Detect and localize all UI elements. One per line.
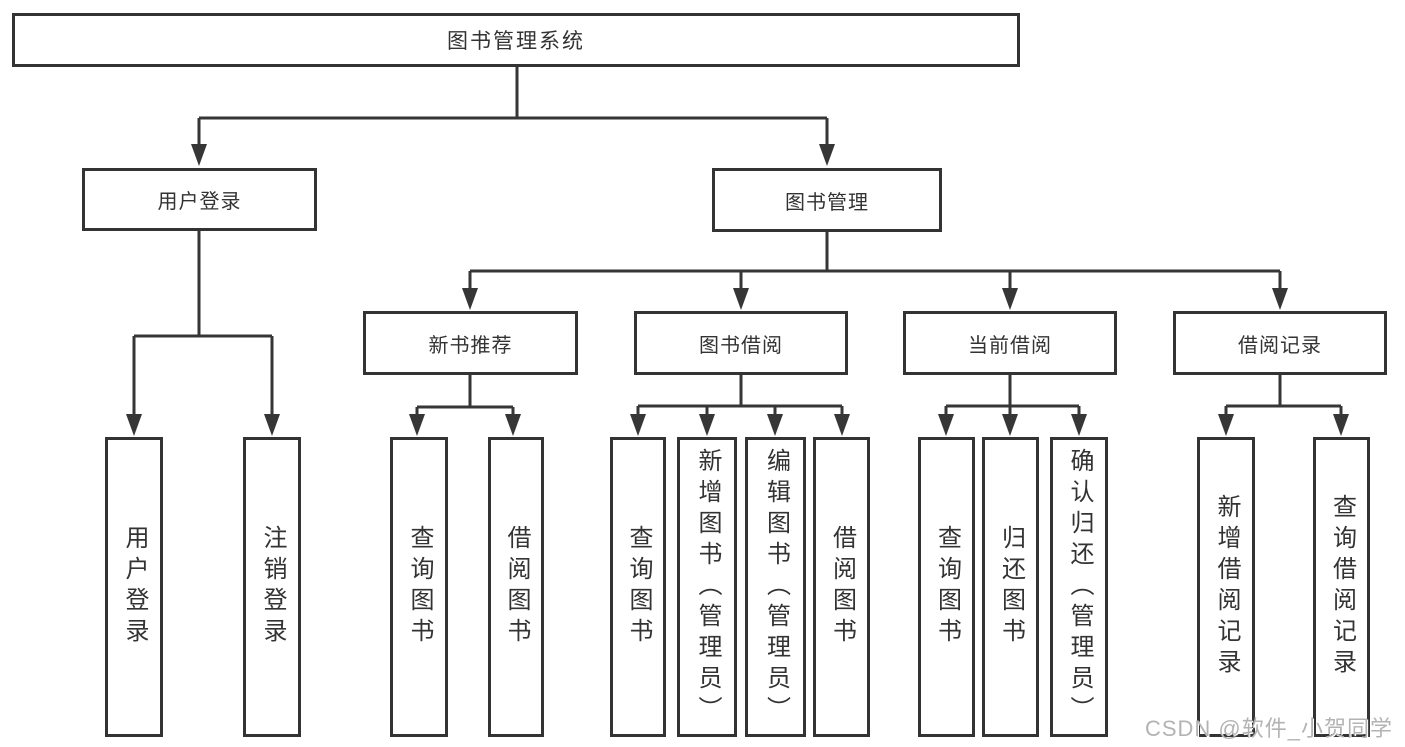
leaf-label: 查询图书 [625,525,652,649]
node-book-management: 图书管理 [712,168,942,232]
leaf-label: 查询借阅记录 [1328,494,1356,680]
leaf-logout: 注销登录 [243,437,301,737]
arrowhead [1071,414,1087,436]
arrowhead [834,414,850,436]
arrowhead [819,144,835,166]
leaf-query-borrow-record: 查询借阅记录 [1313,437,1370,737]
leaf-label: 编辑图书（管理员） [762,447,790,727]
arrowhead [1002,288,1018,310]
arrowhead [191,144,207,166]
leaf-query-books-current: 查询图书 [918,437,975,737]
node-book-borrowing: 图书借阅 [634,311,848,375]
leaf-add-book-admin: 新增图书（管理员） [677,437,737,737]
node-user-login: 用户登录 [82,168,317,231]
leaf-label: 用户登录 [121,525,148,649]
leaf-label: 借阅图书 [503,525,530,649]
leaf-edit-book-admin: 编辑图书（管理员） [745,437,806,737]
leaf-label: 注销登录 [259,525,286,649]
node-borrowing-records: 借阅记录 [1173,311,1387,375]
csdn-watermark: CSDN @软件_小贺同学 [1144,716,1393,741]
leaf-label: 确认归还（管理员） [1066,447,1093,727]
leaf-query-books-recommend: 查询图书 [390,437,448,737]
node-library-system: 图书管理系统 [12,13,1020,67]
leaf-label: 查询图书 [933,525,961,649]
leaf-label: 新增图书（管理员） [694,447,721,727]
arrowhead [733,288,749,310]
leaf-query-books-borrowing: 查询图书 [610,437,666,737]
arrowhead [126,414,142,436]
arrowhead [1002,414,1018,436]
arrowhead [1218,414,1234,436]
tree-edges [132,67,1343,418]
leaf-borrow-books-recommend: 借阅图书 [488,437,544,737]
arrowhead [264,414,280,436]
leaf-label: 借阅图书 [828,525,856,649]
leaf-confirm-return-admin: 确认归还（管理员） [1050,437,1108,737]
arrowhead [462,288,478,310]
leaf-user-login: 用户登录 [105,437,163,737]
arrowhead [409,414,425,436]
arrowhead [630,414,646,436]
arrowhead [938,414,954,436]
arrowhead [1333,414,1349,436]
arrowhead [699,414,715,436]
arrowhead [505,414,521,436]
leaf-borrow-books-borrowing: 借阅图书 [813,437,870,737]
leaf-label: 新增借阅记录 [1213,494,1240,680]
arrowhead [767,414,783,436]
arrowhead [1272,288,1288,310]
leaf-label: 归还图书 [997,525,1025,649]
leaf-add-borrow-record: 新增借阅记录 [1197,437,1255,737]
node-new-book-recommendation: 新书推荐 [363,311,578,375]
leaf-label: 查询图书 [406,525,433,649]
leaf-return-books: 归还图书 [982,437,1039,737]
node-current-borrowing: 当前借阅 [903,311,1117,375]
